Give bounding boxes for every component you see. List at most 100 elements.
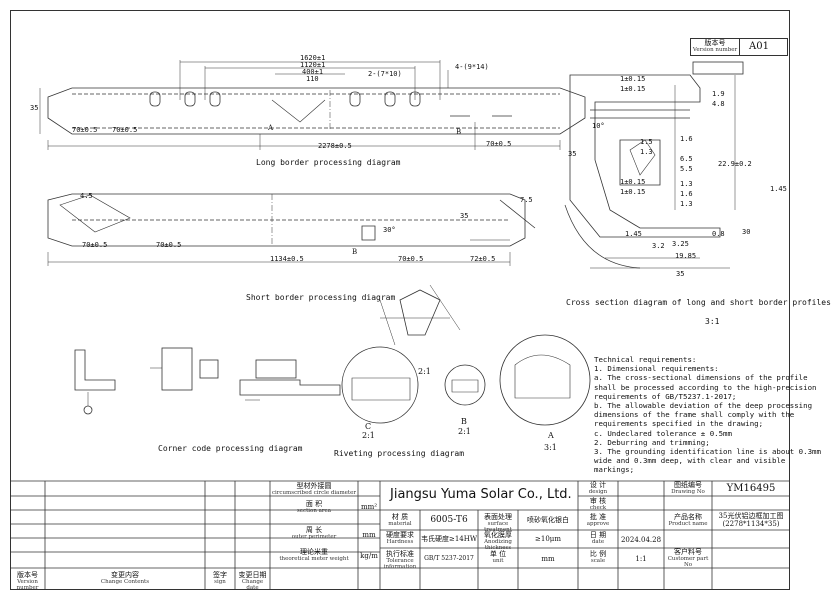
requirement-line: b. The allowable deviation of the deep p… <box>594 401 813 411</box>
approve-label: 批 准 approve <box>578 513 618 529</box>
cross-dim: 1.45 <box>770 185 787 193</box>
long-marker-b: B <box>456 128 462 136</box>
perimeter-en: outer perimeter <box>291 534 337 540</box>
weight-en: theoretical meter weight <box>279 556 349 562</box>
long-dim-400: 400±1 <box>302 68 324 76</box>
short-overall-dim: 1134±0.5 <box>270 255 304 263</box>
cross-dim: 10° <box>592 122 605 130</box>
change-contents-label: 变更内容 Change Contents <box>45 571 205 587</box>
requirement-line: requirements specified in the drawing; <box>594 419 764 429</box>
cross-section-diagram <box>564 61 744 269</box>
requirement-line: markings; <box>594 465 635 475</box>
unit-value: mm <box>541 555 555 563</box>
scale-value: 1:1 <box>635 555 647 563</box>
unit-cn: 单 位 <box>489 550 507 558</box>
short-left-dim: 70±0.5 <box>82 241 108 249</box>
requirement-line: c. Undeclared tolerance ± 0.5mm <box>594 428 732 438</box>
cross-dim: 22.9±0.2 <box>718 160 752 168</box>
section-area-cn: 面 积 <box>305 500 323 508</box>
short-border-detail <box>379 284 461 346</box>
technical-requirements: Technical requirements: 1. Dimensional r… <box>594 355 821 475</box>
customer-part-en: Customer part No <box>667 556 709 568</box>
riveting-diagram <box>239 334 591 426</box>
check-cn: 审 核 <box>589 497 607 505</box>
requirements-title: Technical requirements: <box>594 355 697 364</box>
cross-dim: 3.25 <box>672 240 689 248</box>
weight-label: 理论米重 theoretical meter weight <box>270 548 358 562</box>
riveting-b-scale: 2:1 <box>458 427 471 436</box>
change-date-label: 变更日期 Change date <box>235 571 270 591</box>
surface-value: 喷砂氧化银白 <box>527 516 569 524</box>
riveting-c-label: C <box>365 422 372 431</box>
requirement-line: a. The cross-sectional dimensions of the… <box>594 373 808 383</box>
requirement-line: 3. The grounding identification line is … <box>594 447 821 457</box>
long-dim-110: 110 <box>306 75 319 83</box>
requirement-line: dimensions of the frame shall comply wit… <box>594 410 795 420</box>
cross-dim: 1±0.15 <box>620 188 646 196</box>
cross-dim: 4.8 <box>712 100 725 108</box>
long-left-dim: 70±0.5 <box>72 126 98 134</box>
check-en: check <box>589 505 607 511</box>
long-right-dim: 70±0.5 <box>486 140 512 148</box>
short-height-dim: 35 <box>460 212 469 220</box>
unit-label: 单 位 unit <box>478 550 518 566</box>
version-label-en: Version number <box>692 47 738 53</box>
cross-section-scale: 3:1 <box>705 317 720 326</box>
sign-cn: 签字 <box>213 571 227 579</box>
cross-dim: 1±0.15 <box>620 85 646 93</box>
customer-part-label: 客户料号 Customer part No <box>664 548 712 568</box>
product-name-line-2: (2278*1134*35) <box>722 520 780 528</box>
perimeter-cn: 周 长 <box>305 526 323 534</box>
requirement-line: shall be processed according to the high… <box>594 382 817 392</box>
material-en: material <box>388 521 412 527</box>
surface-label: 表面处理 surface treatment <box>478 513 518 533</box>
cross-section-caption: Cross section diagram of long and short … <box>566 298 831 307</box>
approve-en: approve <box>586 521 610 527</box>
cross-dim: 35 <box>568 150 577 158</box>
customer-part-cn: 客户料号 <box>674 548 702 556</box>
hardness-cn: 硬度要求 <box>386 531 414 539</box>
long-holes-a: 2-(7*10) <box>368 70 402 78</box>
material-cn: 材 质 <box>391 513 409 521</box>
circle-diameter-en: circumscribed circle diameter <box>271 490 357 496</box>
approve-cn: 批 准 <box>589 513 607 521</box>
short-border-diagram <box>47 193 536 266</box>
drawing-linework <box>10 60 790 590</box>
scale-en: scale <box>590 558 606 564</box>
cross-dim: 0.8 <box>712 230 725 238</box>
surface-cn: 表面处理 <box>484 513 512 521</box>
date-label: 日 期 date <box>578 531 618 547</box>
drawing-no-en: Drawing No <box>671 489 705 495</box>
date-cn: 日 期 <box>589 531 607 539</box>
riveting-top-scale: 2:1 <box>418 367 431 376</box>
corner-code-diagram <box>74 347 219 415</box>
change-contents-cn: 变更内容 <box>111 571 139 579</box>
design-en: design <box>588 489 608 495</box>
perimeter-unit: mm <box>362 531 376 539</box>
unit-en: unit <box>492 558 504 564</box>
design-cn: 设 计 <box>589 481 607 489</box>
long-left2-dim: 70±0.5 <box>112 126 138 134</box>
long-dim-1620: 1620±1 <box>300 54 326 62</box>
short-marker-b: B <box>352 248 358 256</box>
corner-code-caption: Corner code processing diagram <box>158 444 303 453</box>
cross-dim: 1.3 <box>680 200 693 208</box>
riveting-caption: Riveting processing diagram <box>334 449 465 458</box>
change-date-cn: 变更日期 <box>238 571 267 579</box>
material-value: 6005-T6 <box>430 515 468 525</box>
area-unit: mm² <box>360 503 378 511</box>
rev-version-label: 版本号 Version number <box>10 571 45 591</box>
cross-dim: 1±0.15 <box>620 178 646 186</box>
short-border-caption: Short border processing diagram <box>246 293 396 302</box>
drawing-frame <box>10 10 790 590</box>
tolerance-value: GB/T 5237-2017 <box>424 555 474 562</box>
riveting-b-label: B <box>461 417 467 426</box>
drawing-no-cn: 图纸编号 <box>674 481 702 489</box>
cross-dim: 1.6 <box>680 135 693 143</box>
company-name: Jiangsu Yuma Solar Co., Ltd. <box>390 487 572 502</box>
long-holes-b: 4-(9*14) <box>455 63 489 71</box>
surface-en: surface treatment <box>484 521 512 533</box>
requirement-line: requirements of GB/T5237.1-2017; <box>594 391 737 401</box>
product-name-label: 产品名称 Product name <box>664 513 712 529</box>
long-dim-1120: 1120±1 <box>300 61 326 69</box>
